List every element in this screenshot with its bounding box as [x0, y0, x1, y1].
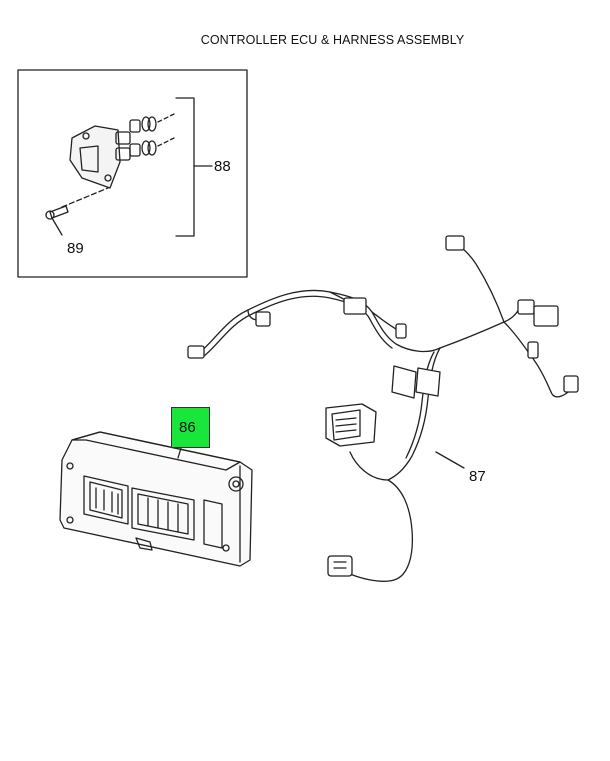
leader-87: [435, 451, 465, 469]
callout-88: 88: [214, 158, 231, 175]
callout-87: 87: [469, 468, 486, 485]
bracket-assembly: [61, 113, 175, 208]
callout-86-highlight[interactable]: 86: [171, 407, 210, 448]
detail-inset-frame: [17, 69, 248, 278]
callout-89: 89: [67, 240, 84, 257]
bolt: [45, 205, 69, 236]
leader-86: [177, 447, 182, 459]
callout-86: 86: [179, 419, 196, 436]
page-title: CONTROLLER ECU & HARNESS ASSEMBLY: [200, 33, 465, 47]
harness-connectors: [187, 235, 579, 577]
ecu-module: [59, 431, 253, 567]
group-brace: [175, 97, 195, 237]
wire-harness: [199, 243, 575, 582]
